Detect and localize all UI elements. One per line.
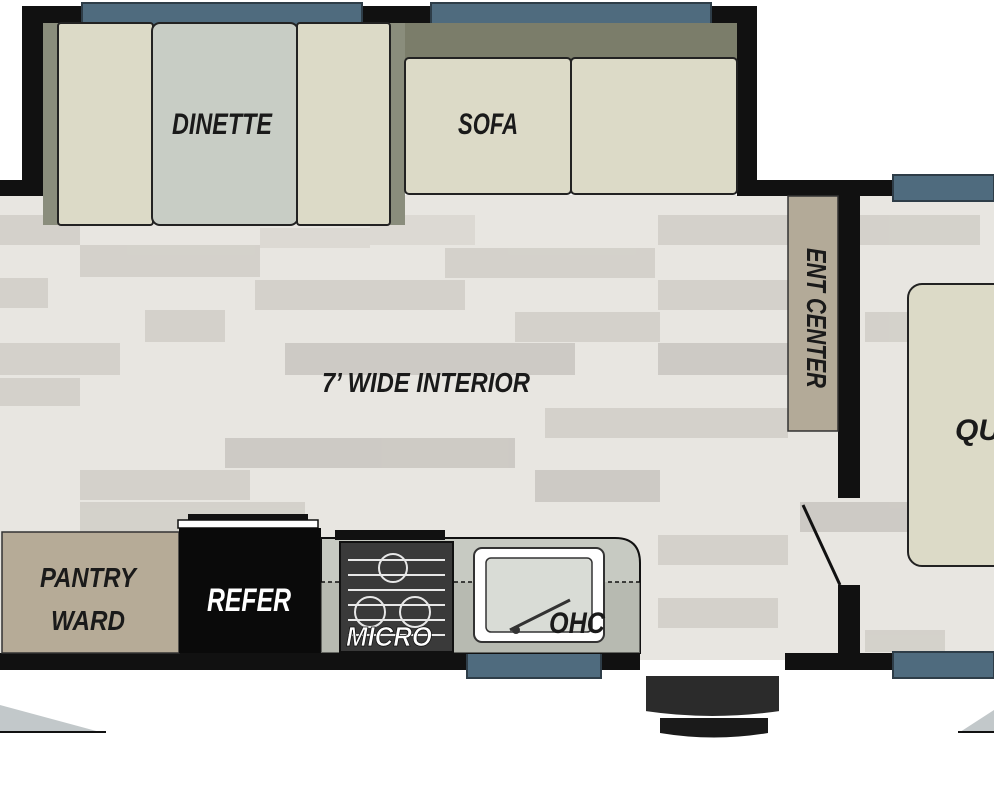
ent-center: ENT CENTER	[787, 195, 839, 432]
burner	[399, 596, 431, 628]
dinette: DINETTE	[43, 22, 405, 226]
window-kitchen	[466, 651, 602, 679]
interior-width-label: 7’ WIDE INTERIOR	[322, 367, 531, 398]
ward-label: WARD	[51, 605, 125, 636]
stove: MICRO	[335, 530, 454, 653]
dinette-label: DINETTE	[172, 108, 273, 141]
window-bedroom	[892, 174, 994, 202]
burner	[378, 553, 408, 583]
dinette-seat-right	[296, 22, 391, 226]
queen-bed: QU	[907, 283, 994, 567]
burner	[354, 596, 386, 628]
refrigerator: REFER	[177, 514, 321, 653]
awning-marks	[0, 705, 994, 733]
pantry-label: PANTRY	[40, 562, 138, 593]
sofa: SOFA	[404, 23, 738, 195]
pantry-ward: PANTRY WARD	[1, 531, 180, 654]
entry-step	[644, 674, 781, 738]
ohc-label: OHC	[549, 607, 606, 640]
sink: OHC	[473, 547, 606, 643]
dinette-seat-left	[57, 22, 154, 226]
queen-bed-label: QU	[955, 414, 994, 447]
sofa-label: SOFA	[458, 108, 518, 141]
sofa-cushion-right	[570, 57, 738, 195]
bedroom-door	[801, 504, 842, 586]
refer-label: REFER	[207, 582, 291, 618]
window-bedroom-rear	[892, 651, 994, 679]
micro-label: MICRO	[346, 621, 432, 652]
ent-center-label: ENT CENTER	[801, 248, 832, 389]
